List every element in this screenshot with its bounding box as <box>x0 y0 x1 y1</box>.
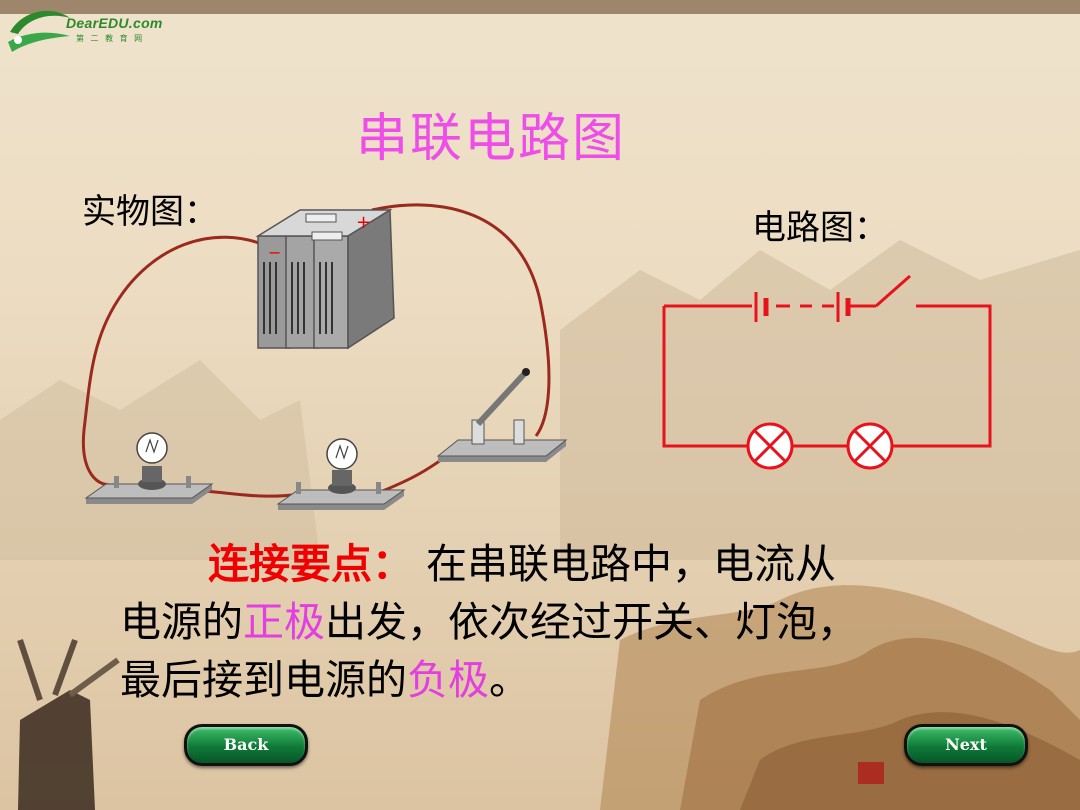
text-segment: 在串联电路中，电流从 <box>413 540 837 588</box>
page-title: 串联电路图 <box>356 109 627 169</box>
logo-subtitle: 第 二 教 育 网 <box>76 34 145 43</box>
negative-pole-term: 负极 <box>407 656 489 704</box>
circuit-diagram <box>662 274 992 470</box>
logo-swoosh-icon <box>8 10 70 52</box>
lamp-symbol-icon <box>746 422 794 470</box>
key-points-label: 连接要点： <box>208 540 413 588</box>
open-switch-icon <box>875 274 911 308</box>
battery-icon: − + <box>255 208 395 350</box>
text-segment: 。 <box>489 656 530 704</box>
text-segment: 电源的 <box>120 598 243 646</box>
logo: DearEDU.com 第 二 教 育 网 <box>4 2 174 60</box>
text-segment: 最后接到电源的 <box>120 656 407 704</box>
positive-pole-term: 正极 <box>243 598 325 646</box>
switch-icon <box>436 368 568 462</box>
circuit-diagram-label: 电路图： <box>752 208 888 248</box>
explanation-text: 连接要点： 在串联电路中，电流从 电源的正极出发，依次经过开关、灯泡， 最后接到… <box>120 535 1020 709</box>
text-segment: 出发，依次经过开关、灯泡， <box>325 598 858 646</box>
light-bulb-icon <box>276 438 406 510</box>
light-bulb-icon <box>84 432 214 504</box>
battery-plus-sign: + <box>356 212 371 233</box>
logo-brand: DearEDU.com <box>66 15 163 31</box>
physical-diagram-label: 实物图： <box>82 192 218 232</box>
brush-holder-icon <box>17 638 120 810</box>
battery-minus-sign: − <box>268 243 281 262</box>
back-button[interactable]: Back <box>184 724 308 766</box>
next-button[interactable]: Next <box>904 724 1028 766</box>
lamp-symbol-icon <box>846 422 894 470</box>
